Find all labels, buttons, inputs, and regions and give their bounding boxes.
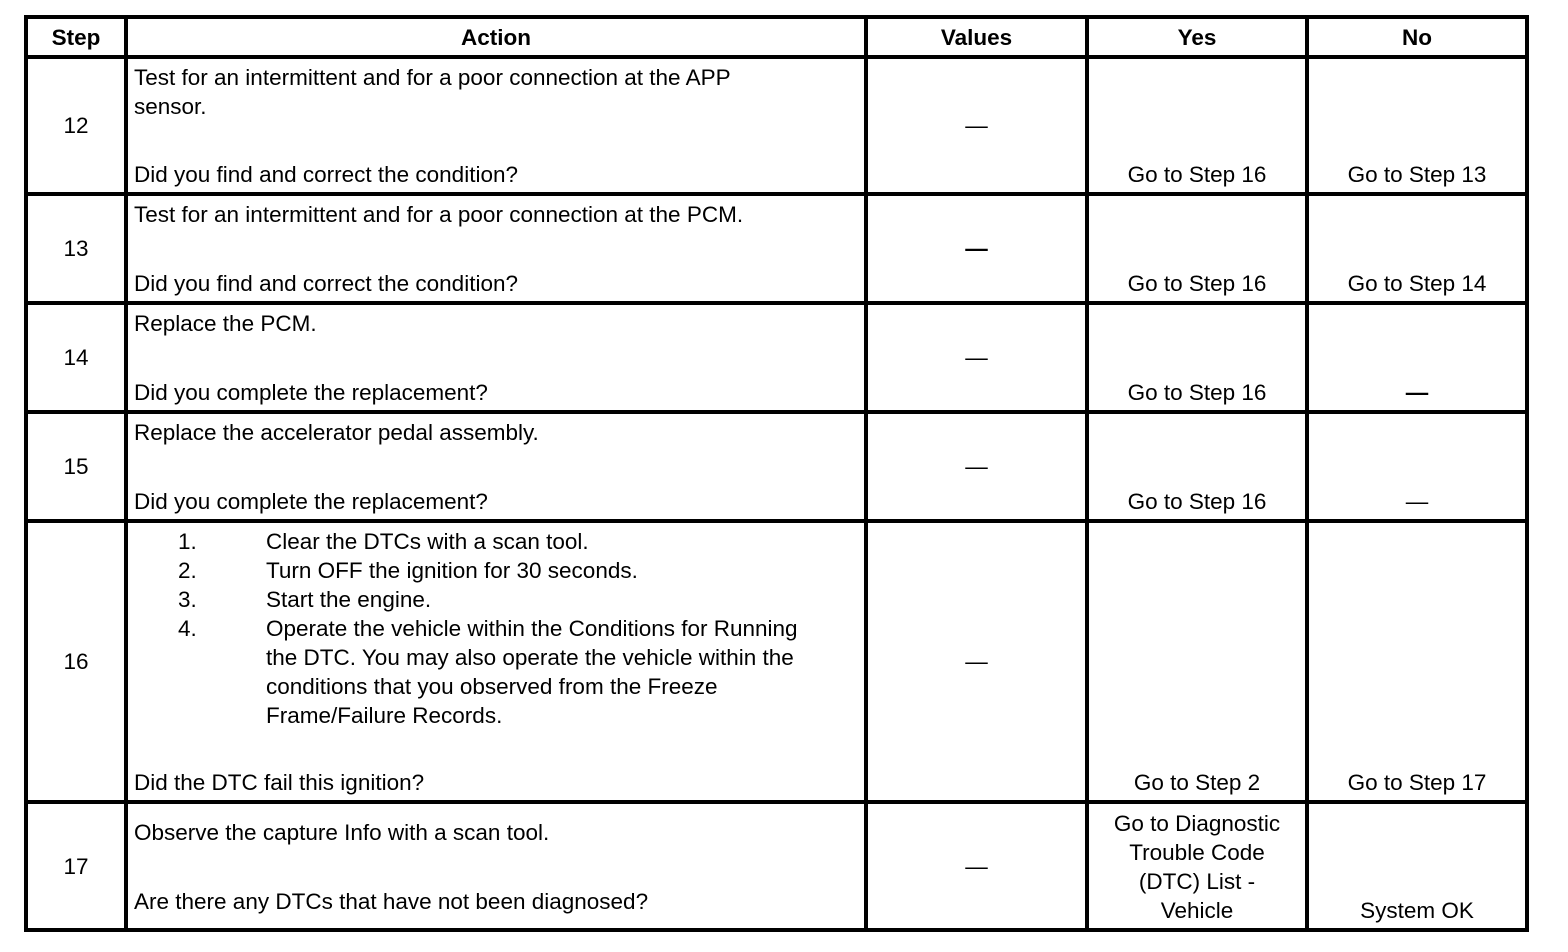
- table-row: 12 Test for an intermittent and for a po…: [24, 55, 1529, 196]
- action-cell: Observe the capture Info with a scan too…: [124, 800, 868, 932]
- table-row: 17 Observe the capture Info with a scan …: [24, 800, 1529, 932]
- list-item: 3. Start the engine.: [128, 585, 864, 614]
- action-cell: Test for an intermittent and for a poor …: [124, 55, 868, 196]
- yes-result: Go to Step 16: [1127, 271, 1267, 296]
- substep-text: Turn OFF the ignition for 30 seconds.: [266, 558, 638, 583]
- substep-number: 3.: [178, 587, 197, 612]
- no-result: Go to Step 14: [1347, 271, 1487, 296]
- list-item: 4. Operate the vehicle within the Condit…: [128, 614, 864, 730]
- table-row: 16 1. Clear the DTCs with a scan tool. 2…: [24, 519, 1529, 804]
- question-text: Are there any DTCs that have not been di…: [134, 889, 649, 914]
- values-cell: —: [864, 55, 1089, 196]
- no-cell: Go to Step 13: [1305, 55, 1529, 196]
- yes-cell: Go to Step 16: [1085, 192, 1309, 305]
- action-text: Replace the PCM.: [134, 311, 317, 336]
- yes-cell: Go to Step 16: [1085, 410, 1309, 523]
- yes-result: Go to Step 16: [1127, 162, 1267, 187]
- values-cell: —: [864, 192, 1089, 305]
- step-number: 12: [24, 55, 128, 196]
- yes-cell: Go to Step 2: [1085, 519, 1309, 804]
- action-text: Replace the accelerator pedal assembly.: [134, 420, 539, 445]
- no-result: System OK: [1360, 898, 1474, 923]
- values-cell: —: [864, 410, 1089, 523]
- yes-cell: Go to Diagnostic Trouble Code (DTC) List…: [1085, 800, 1309, 932]
- substep-text: Start the engine.: [266, 587, 432, 612]
- action-text: Observe the capture Info with a scan too…: [134, 820, 550, 845]
- yes-result-line: Trouble Code: [1129, 840, 1265, 865]
- diagnostic-table: Step Action Values Yes No 12 Test for an…: [24, 15, 1529, 932]
- substep-number: 2.: [178, 558, 197, 583]
- step-number: 16: [24, 519, 128, 804]
- substep-number: 4.: [178, 616, 197, 641]
- substep-number: 1.: [178, 529, 197, 554]
- no-cell: Go to Step 14: [1305, 192, 1529, 305]
- no-result: Go to Step 17: [1347, 770, 1487, 795]
- yes-cell: Go to Step 16: [1085, 301, 1309, 414]
- no-cell: —: [1305, 410, 1529, 523]
- header-yes: Yes: [1085, 15, 1309, 59]
- no-cell: Go to Step 17: [1305, 519, 1529, 804]
- question-text: Did you complete the replacement?: [134, 489, 488, 514]
- no-cell: System OK: [1305, 800, 1529, 932]
- header-values: Values: [864, 15, 1089, 59]
- question-text: Did you find and correct the condition?: [134, 271, 518, 296]
- action-cell: 1. Clear the DTCs with a scan tool. 2. T…: [124, 519, 868, 804]
- values-cell: —: [864, 519, 1089, 804]
- header-action: Action: [124, 15, 868, 59]
- step-number: 15: [24, 410, 128, 523]
- step-number: 14: [24, 301, 128, 414]
- substep-list: 1. Clear the DTCs with a scan tool. 2. T…: [128, 523, 864, 730]
- no-result: Go to Step 13: [1347, 162, 1487, 187]
- table-row: 14 Replace the PCM. Did you complete the…: [24, 301, 1529, 414]
- action-cell: Replace the PCM. Did you complete the re…: [124, 301, 868, 414]
- values-cell: —: [864, 800, 1089, 932]
- question-text: Did you complete the replacement?: [134, 380, 488, 405]
- substep-text: Clear the DTCs with a scan tool.: [266, 529, 589, 554]
- yes-result-line: (DTC) List -: [1138, 869, 1256, 894]
- table-row: 13 Test for an intermittent and for a po…: [24, 192, 1529, 305]
- action-cell: Test for an intermittent and for a poor …: [124, 192, 868, 305]
- yes-result: Go to Step 16: [1127, 489, 1267, 514]
- action-text: sensor.: [134, 94, 207, 119]
- header-row: Step Action Values Yes No: [24, 15, 1529, 59]
- header-step: Step: [24, 15, 128, 59]
- yes-cell: Go to Step 16: [1085, 55, 1309, 196]
- table-row: 15 Replace the accelerator pedal assembl…: [24, 410, 1529, 523]
- action-cell: Replace the accelerator pedal assembly. …: [124, 410, 868, 523]
- substep-text: Operate the vehicle within the Condition…: [266, 616, 798, 728]
- yes-result: Go to Step 2: [1133, 770, 1261, 795]
- values-cell: —: [864, 301, 1089, 414]
- list-item: 2. Turn OFF the ignition for 30 seconds.: [128, 556, 864, 585]
- yes-result-line: Vehicle: [1160, 898, 1234, 923]
- question-text: Did the DTC fail this ignition?: [134, 770, 425, 795]
- no-result: —: [1405, 380, 1429, 405]
- yes-result: Go to Step 16: [1127, 380, 1267, 405]
- no-result: —: [1405, 489, 1429, 514]
- action-text: Test for an intermittent and for a poor …: [134, 65, 731, 90]
- action-text: Test for an intermittent and for a poor …: [134, 202, 744, 227]
- yes-result: Go to Diagnostic Trouble Code (DTC) List…: [1093, 809, 1301, 925]
- no-cell: —: [1305, 301, 1529, 414]
- header-no: No: [1305, 15, 1529, 59]
- question-text: Did you find and correct the condition?: [134, 162, 518, 187]
- yes-result-line: Go to Diagnostic: [1113, 811, 1281, 836]
- step-number: 17: [24, 800, 128, 932]
- list-item: 1. Clear the DTCs with a scan tool.: [128, 527, 864, 556]
- step-number: 13: [24, 192, 128, 305]
